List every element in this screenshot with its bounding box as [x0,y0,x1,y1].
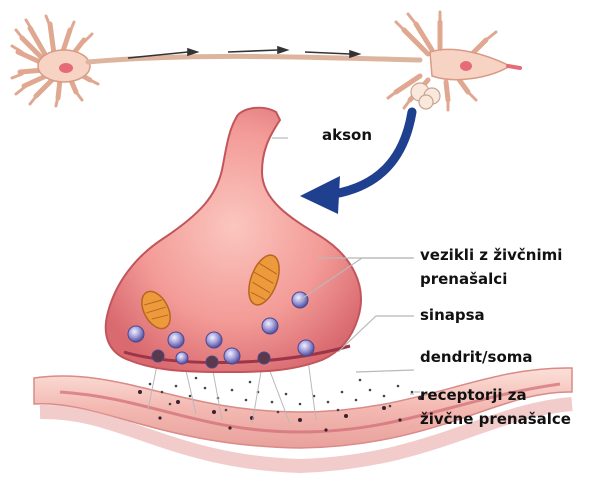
label-synapse: sinapsa [420,306,485,325]
label-vesicles-line2: prenašalci [420,270,507,289]
label-receptors-line1: receptorji za [420,386,527,405]
label-receptors-line2: živčne prenašalce [420,410,571,429]
synapse-cluster-small [411,83,440,109]
label-axon: akson [322,126,372,145]
label-dendrite-soma: dendrit/soma [420,348,533,367]
label-vesicles-line1: vezikli z živčnimi [420,246,562,265]
neuron-left [12,16,98,106]
